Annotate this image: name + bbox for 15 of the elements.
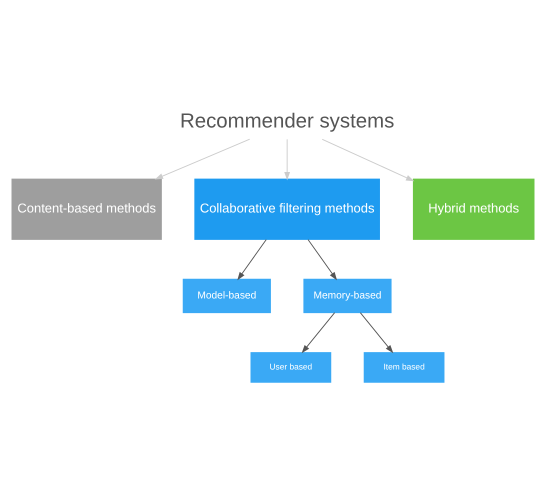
- node-box: Model-based: [182, 278, 271, 314]
- arrow: [360, 312, 394, 354]
- node-box: Item based: [364, 352, 444, 383]
- arrow: [237, 239, 267, 280]
- node-box: Memory-based: [303, 278, 392, 314]
- arrow: [154, 138, 250, 180]
- node-box: Collaborative filtering methods: [194, 178, 380, 240]
- arrow: [308, 239, 338, 280]
- node-box: User based: [250, 352, 332, 383]
- node-box: Content-based methods: [12, 178, 162, 240]
- arrow: [284, 138, 290, 180]
- arrow: [302, 312, 336, 354]
- arrow: [322, 138, 414, 182]
- node-box: Hybrid methods: [412, 178, 534, 240]
- node-text: Recommender systems: [180, 110, 394, 133]
